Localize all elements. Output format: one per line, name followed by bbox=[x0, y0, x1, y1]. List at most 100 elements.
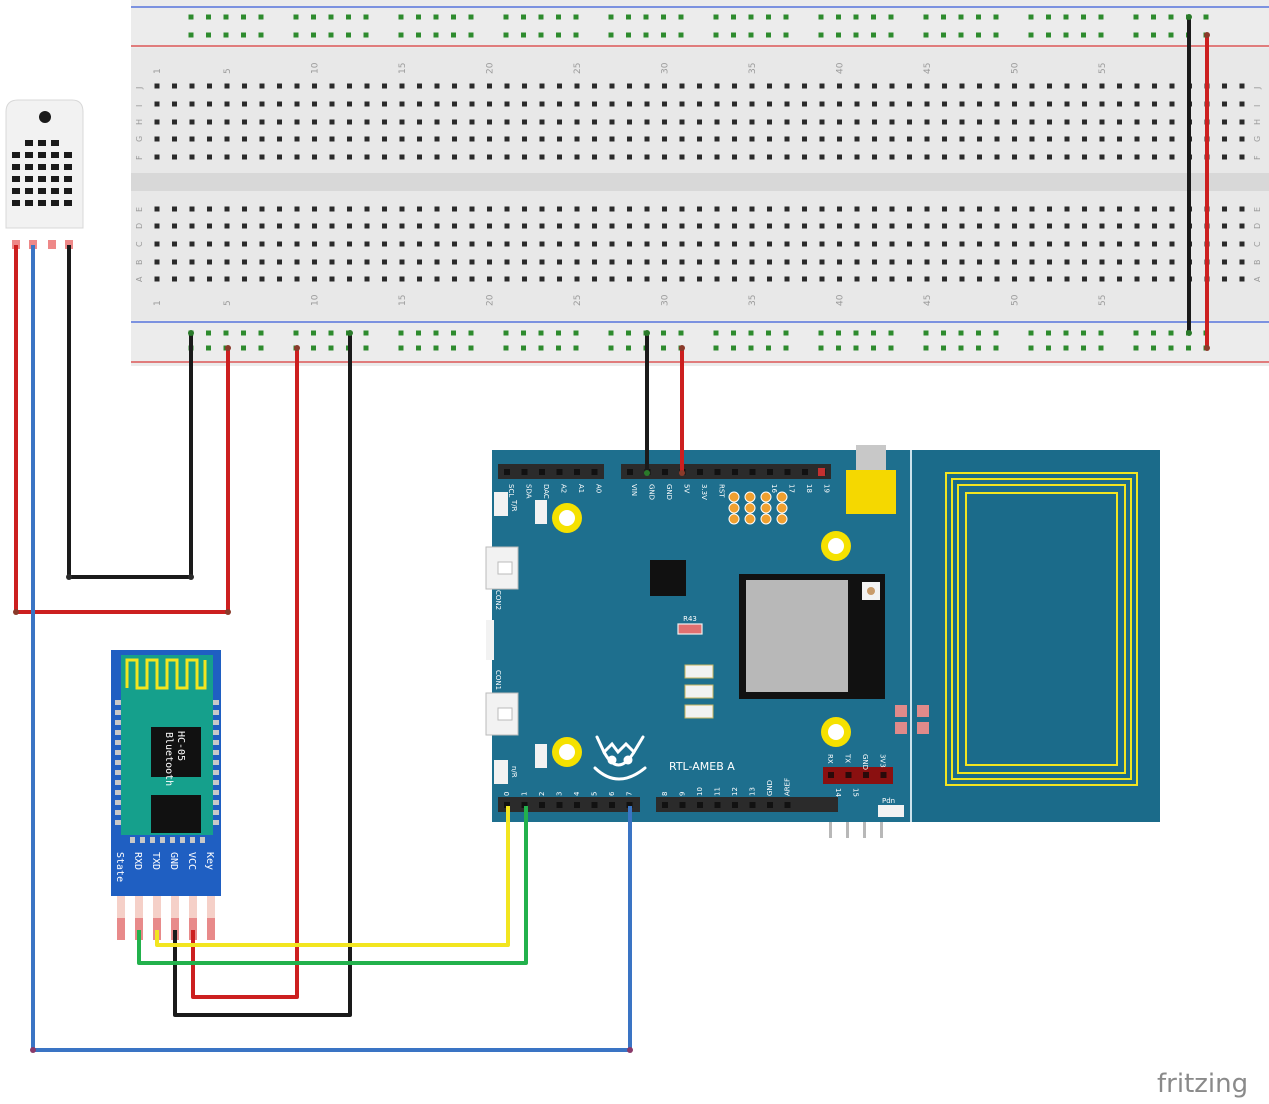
breadboard-hole bbox=[452, 276, 457, 282]
icsp-pin bbox=[776, 502, 788, 514]
header-pin bbox=[504, 802, 510, 808]
breadboard-hole bbox=[294, 259, 300, 265]
breadboard-hole bbox=[1222, 154, 1227, 160]
rail-hole bbox=[888, 345, 894, 351]
rail-hole bbox=[503, 330, 509, 336]
breadboard-hole bbox=[679, 259, 685, 265]
dht-vent bbox=[12, 200, 20, 206]
rail-hole bbox=[1028, 14, 1034, 20]
dht-vent bbox=[25, 164, 33, 170]
breadboard-hole bbox=[207, 154, 212, 160]
breadboard-hole bbox=[609, 136, 615, 142]
breadboard-hole bbox=[469, 241, 475, 247]
rail-hole bbox=[1063, 14, 1069, 20]
hc05-subtitle: Bluetooth bbox=[163, 732, 174, 786]
breadboard-hole bbox=[172, 154, 177, 160]
rail-hole bbox=[1168, 330, 1174, 336]
rail-hole bbox=[993, 14, 999, 20]
header-pin-label: SDA bbox=[525, 484, 533, 499]
breadboard-hole bbox=[312, 276, 317, 282]
hc05-pad bbox=[115, 720, 121, 725]
breadboard-row-letter: D bbox=[135, 223, 144, 229]
breadboard-hole bbox=[1029, 119, 1035, 125]
uart-number: 15 bbox=[852, 788, 860, 797]
rail-hole bbox=[783, 14, 789, 20]
breadboard-hole bbox=[1064, 101, 1070, 107]
breadboard-hole bbox=[1012, 119, 1017, 125]
breadboard-hole bbox=[749, 101, 755, 107]
breadboard-hole bbox=[767, 154, 772, 160]
hc05-title: HC-05 bbox=[175, 731, 186, 761]
breadboard-hole bbox=[1029, 101, 1035, 107]
breadboard-hole bbox=[504, 119, 510, 125]
breadboard-hole bbox=[504, 83, 510, 89]
breadboard-hole bbox=[837, 154, 842, 160]
wire-red-dht-vcc bbox=[14, 245, 230, 614]
breadboard-hole bbox=[574, 223, 580, 229]
hc05-pad bbox=[213, 820, 219, 825]
rail-hole bbox=[293, 330, 299, 336]
breadboard-hole bbox=[924, 241, 930, 247]
rail-hole bbox=[626, 330, 631, 336]
hc05-pad bbox=[213, 790, 219, 795]
breadboard-hole bbox=[854, 119, 860, 125]
breadboard-hole bbox=[539, 206, 545, 212]
breadboard-hole bbox=[1239, 83, 1245, 89]
rail-hole bbox=[328, 330, 334, 336]
icsp-pin bbox=[744, 502, 756, 514]
breadboard-hole bbox=[172, 259, 177, 265]
breadboard-hole bbox=[662, 101, 667, 107]
rail-hole bbox=[748, 32, 754, 38]
breadboard-hole bbox=[907, 276, 912, 282]
header-pin-label: 3 bbox=[556, 792, 564, 796]
header-pin bbox=[749, 802, 756, 808]
rail-hole bbox=[731, 330, 736, 336]
hc05-pad bbox=[213, 740, 219, 745]
breadboard-hole bbox=[522, 259, 527, 265]
rail-hole bbox=[748, 345, 754, 351]
header-pin bbox=[714, 802, 721, 808]
uart-number: 14 bbox=[834, 788, 842, 797]
breadboard-hole bbox=[504, 241, 510, 247]
breadboard-hole bbox=[154, 241, 160, 247]
rail-hole bbox=[1028, 32, 1034, 38]
breadboard-hole bbox=[872, 119, 877, 125]
rail-hole bbox=[556, 32, 561, 38]
header-pin-label: 1 bbox=[521, 792, 529, 796]
breadboard-hole bbox=[154, 136, 160, 142]
rail-hole bbox=[608, 330, 614, 336]
breadboard-row-letter: G bbox=[135, 136, 144, 142]
breadboard-hole bbox=[364, 259, 370, 265]
breadboard-hole bbox=[592, 276, 597, 282]
hc05-pad bbox=[213, 750, 219, 755]
rail-hole bbox=[241, 32, 246, 38]
breadboard-hole bbox=[819, 136, 825, 142]
dht-pin-3 bbox=[48, 240, 56, 249]
breadboard-hole bbox=[557, 136, 562, 142]
uart-label: RX bbox=[826, 754, 834, 764]
breadboard-hole bbox=[452, 206, 457, 212]
breadboard-hole bbox=[679, 276, 685, 282]
breadboard-hole bbox=[172, 276, 177, 282]
header-pin-label: 17 bbox=[788, 484, 796, 493]
breadboard-hole bbox=[172, 119, 177, 125]
breadboard-hole bbox=[872, 259, 877, 265]
rail-hole bbox=[573, 330, 579, 336]
breadboard-hole bbox=[767, 276, 772, 282]
hc05-pad bbox=[213, 800, 219, 805]
breadboard-hole bbox=[714, 259, 720, 265]
breadboard-hole bbox=[977, 83, 982, 89]
breadboard-hole bbox=[434, 154, 440, 160]
breadboard-hole bbox=[609, 241, 615, 247]
breadboard-column-number: 20 bbox=[486, 62, 496, 74]
breadboard-hole bbox=[1012, 136, 1017, 142]
breadboard-hole bbox=[347, 101, 352, 107]
breadboard-hole bbox=[907, 136, 912, 142]
breadboard-column-number: 50 bbox=[1011, 294, 1021, 306]
hc05-header-pin bbox=[207, 896, 215, 918]
breadboard-hole bbox=[487, 154, 492, 160]
breadboard-hole bbox=[609, 276, 615, 282]
breadboard-hole bbox=[259, 223, 265, 229]
rail-hole bbox=[293, 14, 299, 20]
rail-hole bbox=[678, 32, 684, 38]
